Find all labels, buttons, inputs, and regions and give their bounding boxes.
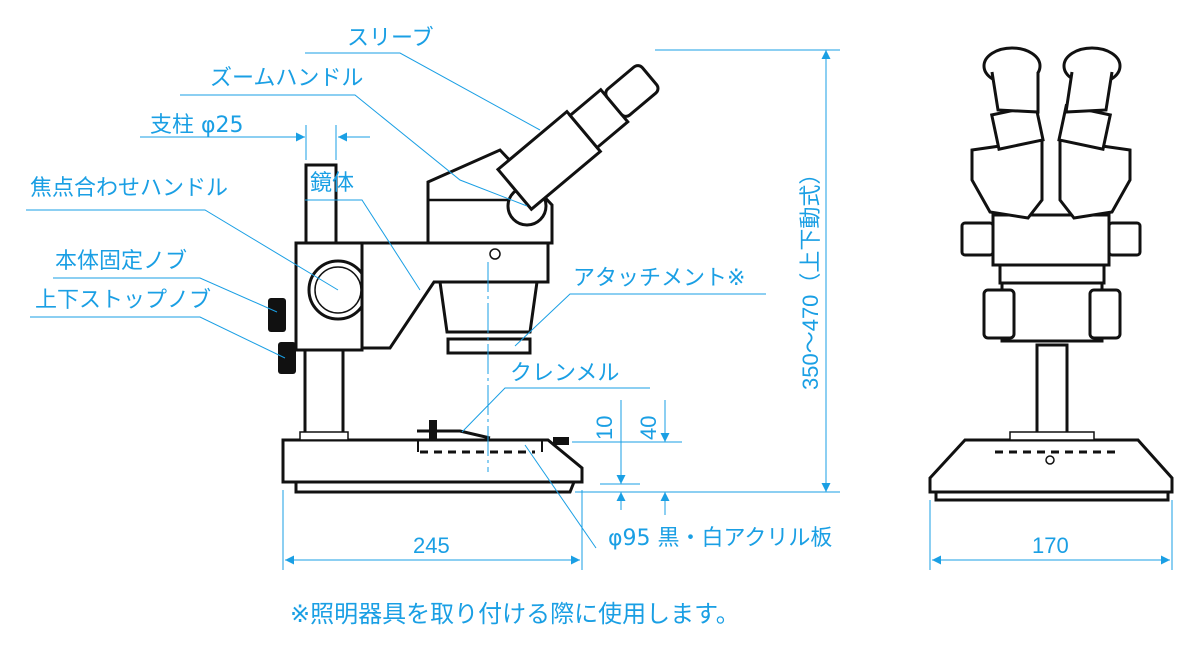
attachment — [446, 337, 532, 355]
front-cone — [1000, 281, 1104, 343]
side-view — [268, 64, 660, 494]
label-stage-plate: φ95 黒・白アクリル板 — [608, 526, 832, 551]
front-tube-left — [970, 138, 1044, 220]
label-body-lock-knob: 本体固定ノブ — [55, 249, 187, 274]
dim-10: 10 — [592, 416, 617, 440]
dim-height: 350～470（上下動式） — [798, 163, 823, 390]
front-focus-knob-left — [982, 288, 1016, 340]
stage-clip — [417, 429, 491, 440]
dim-base-width-side: 245 — [413, 533, 450, 558]
clip-post — [429, 420, 437, 440]
label-body: 鏡体 — [310, 171, 354, 196]
label-zoom-handle: ズームハンドル — [210, 66, 363, 91]
body-lock-knob[interactable] — [268, 298, 286, 332]
label-stop-knob: 上下ストップノブ — [35, 288, 211, 313]
pillar-upper — [304, 163, 338, 245]
front-body — [991, 213, 1111, 267]
base — [281, 438, 584, 484]
stop-knob[interactable] — [278, 342, 296, 374]
front-zoom-knob-right — [1107, 221, 1142, 257]
front-zoom-knob-left — [960, 221, 995, 257]
label-sleeve: スリーブ — [347, 26, 434, 51]
front-view — [928, 46, 1174, 502]
base-foot — [294, 480, 577, 494]
base-switch — [553, 437, 569, 445]
dim-base-width-front: 170 — [1032, 533, 1069, 558]
front-pillar — [1035, 343, 1069, 442]
eyepiece — [604, 64, 660, 118]
label-clip: クレンメル — [510, 361, 619, 386]
label-pillar: 支柱 φ25 — [150, 113, 244, 138]
label-focus-handle: 焦点合わせハンドル — [30, 176, 228, 201]
annotations: スリーブ ズームハンドル 支柱 φ25 焦点合わせハンドル 鏡体 本体固定ノブ … — [26, 26, 1173, 628]
pillar-lower — [303, 346, 345, 442]
front-tube-right — [1058, 138, 1132, 220]
dim-40: 40 — [636, 416, 661, 440]
front-base — [928, 438, 1174, 494]
footnote: ※照明器具を取り付ける際に使用します。 — [290, 600, 740, 628]
front-focus-knob-right — [1088, 288, 1122, 340]
label-attachment: アタッチメント※ — [573, 266, 745, 291]
